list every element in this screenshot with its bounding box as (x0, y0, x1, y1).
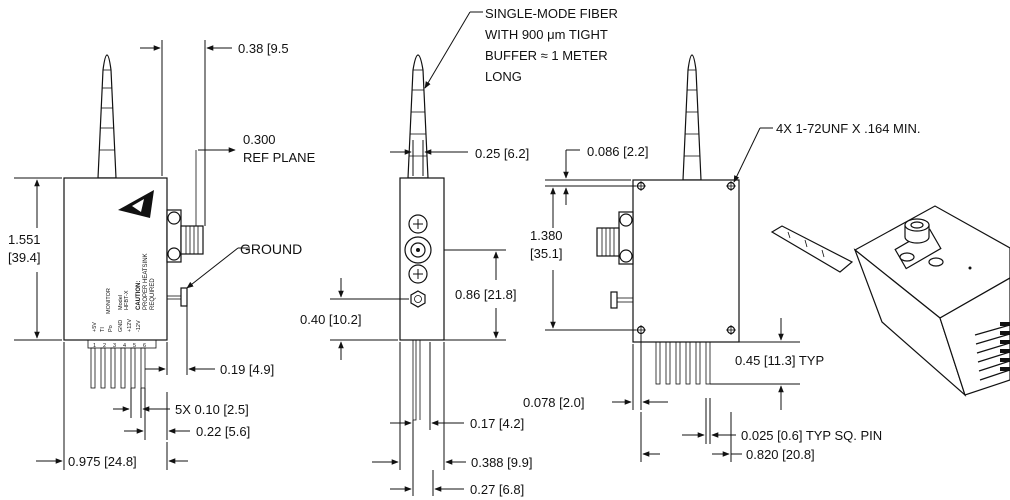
pin (412, 339, 417, 421)
pin-name: -12V (136, 320, 142, 332)
back-view: 0.086 [2.2] 4X 1-72UNF X .164 MIN. 1.380… (523, 54, 921, 462)
fiber-connector (166, 209, 204, 263)
pin-number: 3 (113, 343, 116, 349)
dim-0-40: 0.40 [10.2] (300, 312, 361, 327)
dim-0-19: 0.19 [4.9] (220, 362, 274, 377)
dim-0-820: 0.820 [20.8] (746, 447, 815, 462)
pin-name: Po (108, 325, 114, 332)
module-body (399, 177, 445, 341)
dim-0-086: 0.086 [2.2] (587, 144, 648, 159)
fiber-callout-3: BUFFER ≈ 1 METER (485, 48, 608, 63)
fiber-boot (407, 54, 429, 179)
pin-name: GND (118, 320, 124, 332)
dim-1-551-mm: [39.4] (8, 250, 41, 265)
ground-screw (610, 291, 633, 309)
fiber-connector (596, 211, 634, 265)
dim-1-551: 1.551 (8, 232, 41, 247)
pin-number: 5 (133, 343, 136, 349)
model-label: Model (118, 295, 124, 310)
fiber-callout-2: WITH 900 μm TIGHT (485, 27, 608, 42)
dim-0-25: 0.25 [6.2] (475, 146, 529, 161)
dim-1-380: 1.380 (530, 228, 563, 243)
monitor-label: MONITOR (106, 288, 112, 314)
ground-callout: GROUND (240, 241, 302, 257)
dim-0-38: 0.38 [9.5 (238, 41, 289, 56)
pins (90, 347, 146, 389)
pin-names: +5V TI Po GND +12V -12V (92, 319, 142, 332)
dim-1-380-mm: [35.1] (530, 246, 563, 261)
monitor-label-group: MONITOR (106, 288, 112, 314)
mounting-holes (636, 181, 736, 335)
fiber-boot (97, 54, 117, 179)
thread-callout: 4X 1-72UNF X .164 MIN. (776, 121, 921, 136)
connector-face (404, 214, 432, 284)
dim-0-22: 0.22 [5.6] (196, 424, 250, 439)
dim-5x-0-10: 5X 0.10 [2.5] (175, 402, 249, 417)
pin-name: TI (100, 327, 106, 332)
model-name: HFBT-X (124, 290, 130, 310)
pin-number: 1 (93, 343, 96, 349)
fiber-callout-1: SINGLE-MODE FIBER (485, 6, 618, 21)
dim-0-025: 0.025 [0.6] TYP SQ. PIN (741, 428, 882, 443)
pin-name: +12V (127, 319, 133, 332)
fiber-callout-4: LONG (485, 69, 522, 84)
dim-0-45-typ: 0.45 [11.3] TYP (735, 353, 824, 368)
module-body (632, 179, 740, 343)
pins (655, 341, 711, 385)
pin-number: 4 (123, 343, 126, 349)
dim-0-078: 0.078 [2.0] (523, 395, 584, 410)
dim-0-388: 0.388 [9.9] (471, 455, 532, 470)
pin-name: +5V (92, 322, 98, 332)
pin-number: 2 (103, 343, 106, 349)
heatsink-label: PROPER HEATSINK (143, 253, 149, 310)
esd-warning-icon (118, 190, 154, 218)
isometric-view (770, 205, 1010, 397)
pin-number: 6 (143, 343, 146, 349)
required-label: REQUIRED (150, 278, 156, 310)
ground-nut (410, 290, 426, 308)
ground-screw (167, 287, 188, 307)
dim-0-17: 0.17 [4.2] (470, 416, 524, 431)
module-front-face (939, 277, 1010, 396)
caution-label: CAUTION: (136, 281, 142, 310)
dim-0-27: 0.27 [6.8] (470, 482, 524, 497)
dim-0-975: 0.975 [24.8] (68, 454, 137, 469)
side-view: 0.25 [6.2] SINGLE-MODE FIBER WITH 900 μm… (300, 6, 618, 497)
ref-plane-value: 0.300 (243, 132, 276, 147)
fiber-boot (770, 225, 854, 273)
fiber-boot (682, 54, 702, 181)
front-view: CAUTION: PROPER HEATSINK REQUIRED Model … (8, 40, 316, 470)
iso-connector (894, 218, 972, 270)
dim-0-86: 0.86 [21.8] (455, 287, 516, 302)
ref-plane-label: REF PLANE (243, 150, 316, 165)
iso-pins (974, 322, 1010, 381)
module-label: CAUTION: PROPER HEATSINK REQUIRED Model … (118, 253, 156, 310)
